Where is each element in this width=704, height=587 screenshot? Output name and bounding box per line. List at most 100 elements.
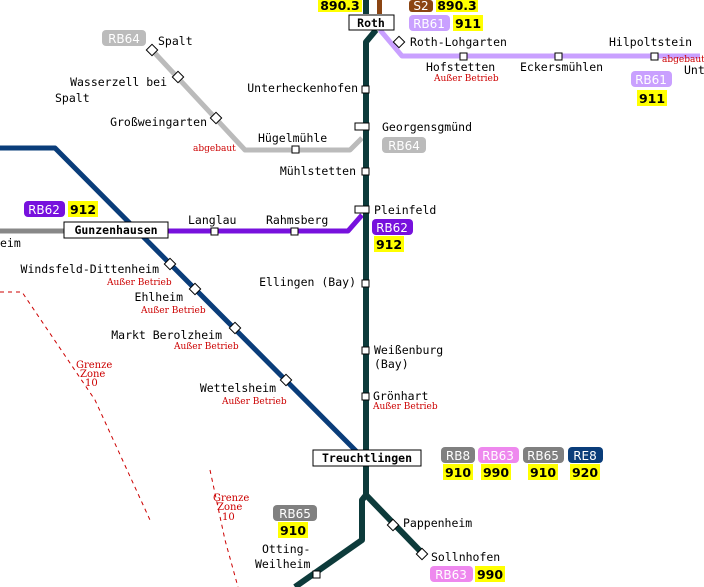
note-abgebaut: abgebaut (193, 144, 236, 154)
hub-roth[interactable]: Roth (348, 14, 395, 31)
note-wettelsheim: Außer Betrieb (221, 397, 287, 407)
badge-rb64-georg-label: RB64 (388, 139, 420, 153)
badge-rb64-spalt-label: RB64 (108, 32, 140, 46)
station-muehlstetten[interactable]: Mühlstetten (280, 164, 356, 178)
badge-rb63-bottom-label: RB63 (435, 568, 467, 582)
blue-line (0, 145, 362, 457)
station-weissenburg[interactable]: Weißenburg (374, 343, 443, 357)
station-langlau[interactable]: Langlau (188, 213, 236, 227)
badge-rb61-right-label: RB61 (635, 73, 667, 87)
station-ehlheim[interactable]: Ehlheim (135, 290, 184, 304)
zone-label-number-1: 10 (85, 378, 98, 389)
badge-rb64-georg (382, 137, 426, 153)
badge-rb61-top-number: 911 (455, 16, 481, 31)
station-pappenheim[interactable]: Pappenheim (403, 516, 472, 530)
station-edge-right: Unt (684, 63, 704, 77)
hub-gunzenhausen[interactable]: Gunzenhausen (63, 221, 169, 239)
note-abgebaut-right: abgebaut (662, 55, 704, 65)
badge-s2-number: 890.3 (437, 0, 477, 13)
note-ehlheim: Außer Betrieb (140, 306, 206, 316)
note-hofstetten: Außer Betrieb (433, 74, 499, 84)
station-markers (145, 35, 659, 579)
station-eckersmuehlen[interactable]: Eckersmühlen (520, 60, 603, 74)
station-markt-berolzheim[interactable]: Markt Berolzheim (111, 328, 222, 342)
hub-roth-label: Roth (357, 16, 385, 30)
zone-label-grenze-1: Grenze (76, 360, 112, 371)
badge-rb63-bottom (430, 566, 473, 582)
station-spalt[interactable]: Spalt (158, 34, 193, 48)
badge-rb65-bottom-label: RB65 (279, 507, 311, 521)
station-rahmsberg[interactable]: Rahmsberg (266, 213, 328, 227)
zone-label-number-2: 10 (222, 512, 235, 523)
badge-s2-label: S2 (413, 0, 428, 13)
zone-label-grenze-2: Grenze (213, 493, 249, 504)
station-huegelmuehle[interactable]: Hügelmühle (258, 131, 327, 145)
badge-rb64-spalt (102, 30, 146, 46)
badge-rb61-right-number: 911 (639, 91, 665, 106)
badge-rb8-label: RB8 (446, 449, 470, 463)
status-notes: Außer Betrieb abgebaut abgebaut Außer Be… (106, 55, 704, 412)
badge-rb63-label: RB63 (482, 449, 514, 463)
station-otting-weilheim-line2: Weilheim (255, 557, 310, 571)
note-groenhart: Außer Betrieb (372, 402, 438, 412)
badge-rb63-bottom-number: 990 (477, 567, 503, 582)
station-hilpoltstein[interactable]: Hilpoltstein (609, 35, 692, 49)
rb62-line (160, 213, 364, 234)
badge-rb63-number: 990 (483, 465, 509, 480)
zone-labels: Grenze Zone 10 Grenze Zone 10 (76, 360, 249, 523)
hub-treuchtlingen[interactable]: Treuchtlingen (312, 449, 422, 467)
badge-rb61-top-label: RB61 (413, 17, 445, 31)
zone-label-zone-2: Zone (217, 502, 242, 513)
station-sollnhofen[interactable]: Sollnhofen (431, 550, 500, 564)
rb61-line (378, 28, 700, 59)
badge-rb65-label: RB65 (527, 449, 559, 463)
station-weissenburg-line2: (Bay) (374, 357, 409, 371)
badge-rb62-plein-number: 912 (376, 237, 402, 252)
badge-rb8 (441, 447, 475, 463)
rb64-line (150, 48, 364, 153)
station-edge-left: eim (0, 236, 21, 250)
station-ellingen[interactable]: Ellingen (Bay) (259, 275, 356, 289)
note-windsfeld: Außer Betrieb (106, 278, 172, 288)
badge-rb61-right (631, 71, 672, 87)
station-unterheckenhofen[interactable]: Unterheckenhofen (247, 81, 358, 95)
main-line (293, 0, 379, 587)
station-georgensgmuend[interactable]: Georgensgmünd (382, 120, 472, 134)
s2-line-stub (377, 0, 382, 14)
station-pleinfeld[interactable]: Pleinfeld (374, 203, 436, 217)
badge-rb65 (523, 447, 564, 463)
badge-rb61-top (409, 15, 450, 31)
station-labels: Roth-Lohgarten Hofstetten Eckersmühlen H… (0, 34, 704, 571)
station-hofstetten[interactable]: Hofstetten (426, 60, 495, 74)
zone-label-zone-1: Zone (80, 369, 105, 380)
badge-rb63 (478, 447, 519, 463)
zone-boundaries (0, 291, 239, 587)
badge-rb62-plein-label: RB62 (376, 221, 408, 235)
badge-re8 (568, 447, 603, 463)
badge-rb62-left-label: RB62 (28, 203, 60, 217)
station-wasserzell-line2: Spalt (55, 91, 90, 105)
note-markt-berolzheim: Außer Betrieb (173, 342, 239, 352)
station-groenhart[interactable]: Grönhart (373, 389, 428, 403)
line-badges: 890.3 S2 890.3 RB61 911 RB61 911 RB64 RB… (24, 0, 672, 582)
badge-top-number: 890.3 (320, 0, 360, 13)
station-wettelsheim[interactable]: Wettelsheim (200, 381, 276, 395)
station-wasserzell[interactable]: Wasserzell bei (70, 75, 167, 89)
badge-rb62-plein (372, 219, 413, 235)
badge-rb65-bottom-number: 910 (280, 523, 306, 538)
station-windsfeld[interactable]: Windsfeld-Dittenheim (21, 262, 160, 276)
hub-treuchtlingen-label: Treuchtlingen (322, 451, 412, 465)
badge-s2 (409, 0, 433, 12)
badge-re8-number: 920 (572, 465, 598, 480)
station-grossweingarten[interactable]: Großweingarten (110, 115, 207, 129)
badge-re8-label: RE8 (573, 449, 597, 463)
badge-rb62-left (24, 201, 65, 217)
badge-rb65-number: 910 (530, 465, 556, 480)
station-roth-lohgarten[interactable]: Roth-Lohgarten (410, 35, 507, 49)
badge-rb65-bottom (273, 505, 317, 521)
hub-gunzenhausen-label: Gunzenhausen (74, 223, 157, 237)
badge-rb62-left-number: 912 (70, 202, 96, 217)
station-otting-weilheim[interactable]: Otting- (262, 542, 310, 556)
badge-rb8-number: 910 (445, 465, 471, 480)
